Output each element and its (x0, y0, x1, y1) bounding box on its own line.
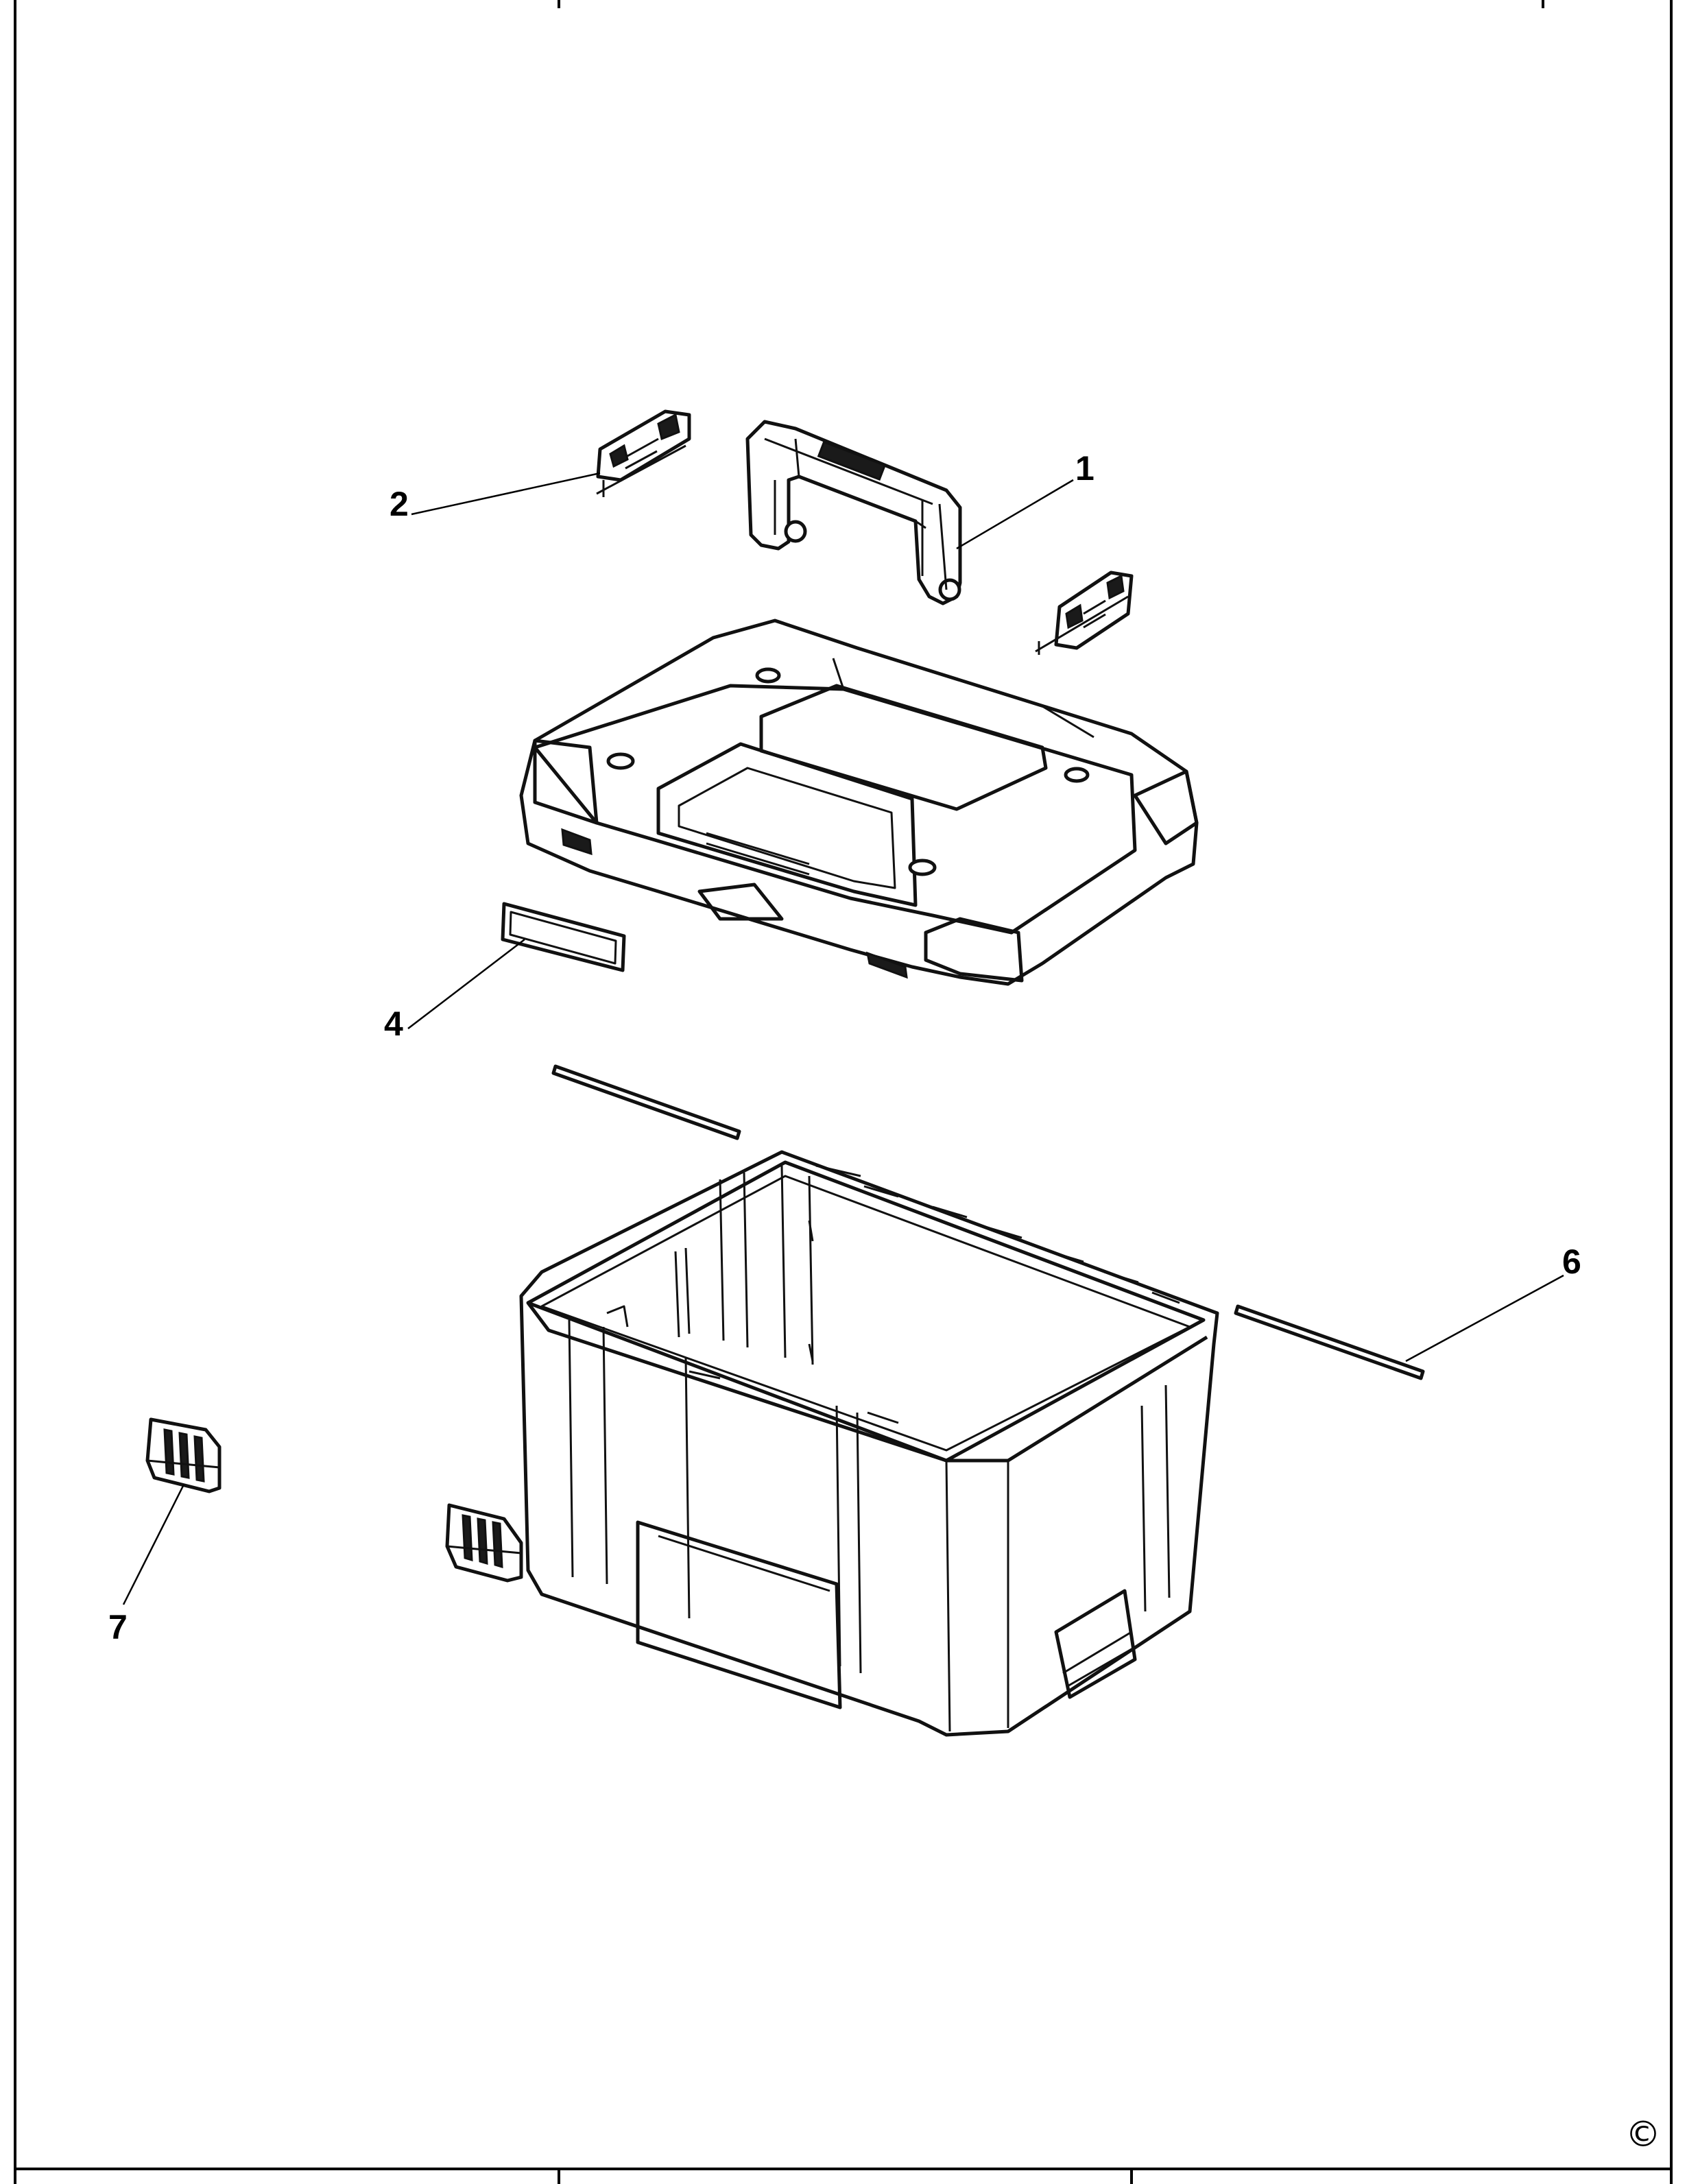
copyright-symbol: © (1625, 2114, 1661, 2155)
callout-4: 4 (384, 1005, 403, 1043)
part-hinge-pins (551, 1064, 1425, 1380)
part-lid (519, 619, 1199, 986)
callout-7: 7 (108, 1608, 128, 1646)
callout-1: 1 (1075, 449, 1094, 488)
callout-2: 2 (390, 485, 409, 523)
part-tub-latch (145, 1417, 222, 1493)
part-handle (745, 420, 962, 605)
callout-6: 6 (1562, 1243, 1581, 1281)
leader-lines (122, 472, 1564, 1605)
part-latch-left (596, 409, 691, 497)
part-label-plate (501, 902, 626, 972)
part-tub (519, 1150, 1219, 1737)
page-frame (14, 0, 1673, 2184)
part-latch-right (1035, 571, 1134, 655)
part-tub-latch-mounted (445, 1503, 523, 1583)
